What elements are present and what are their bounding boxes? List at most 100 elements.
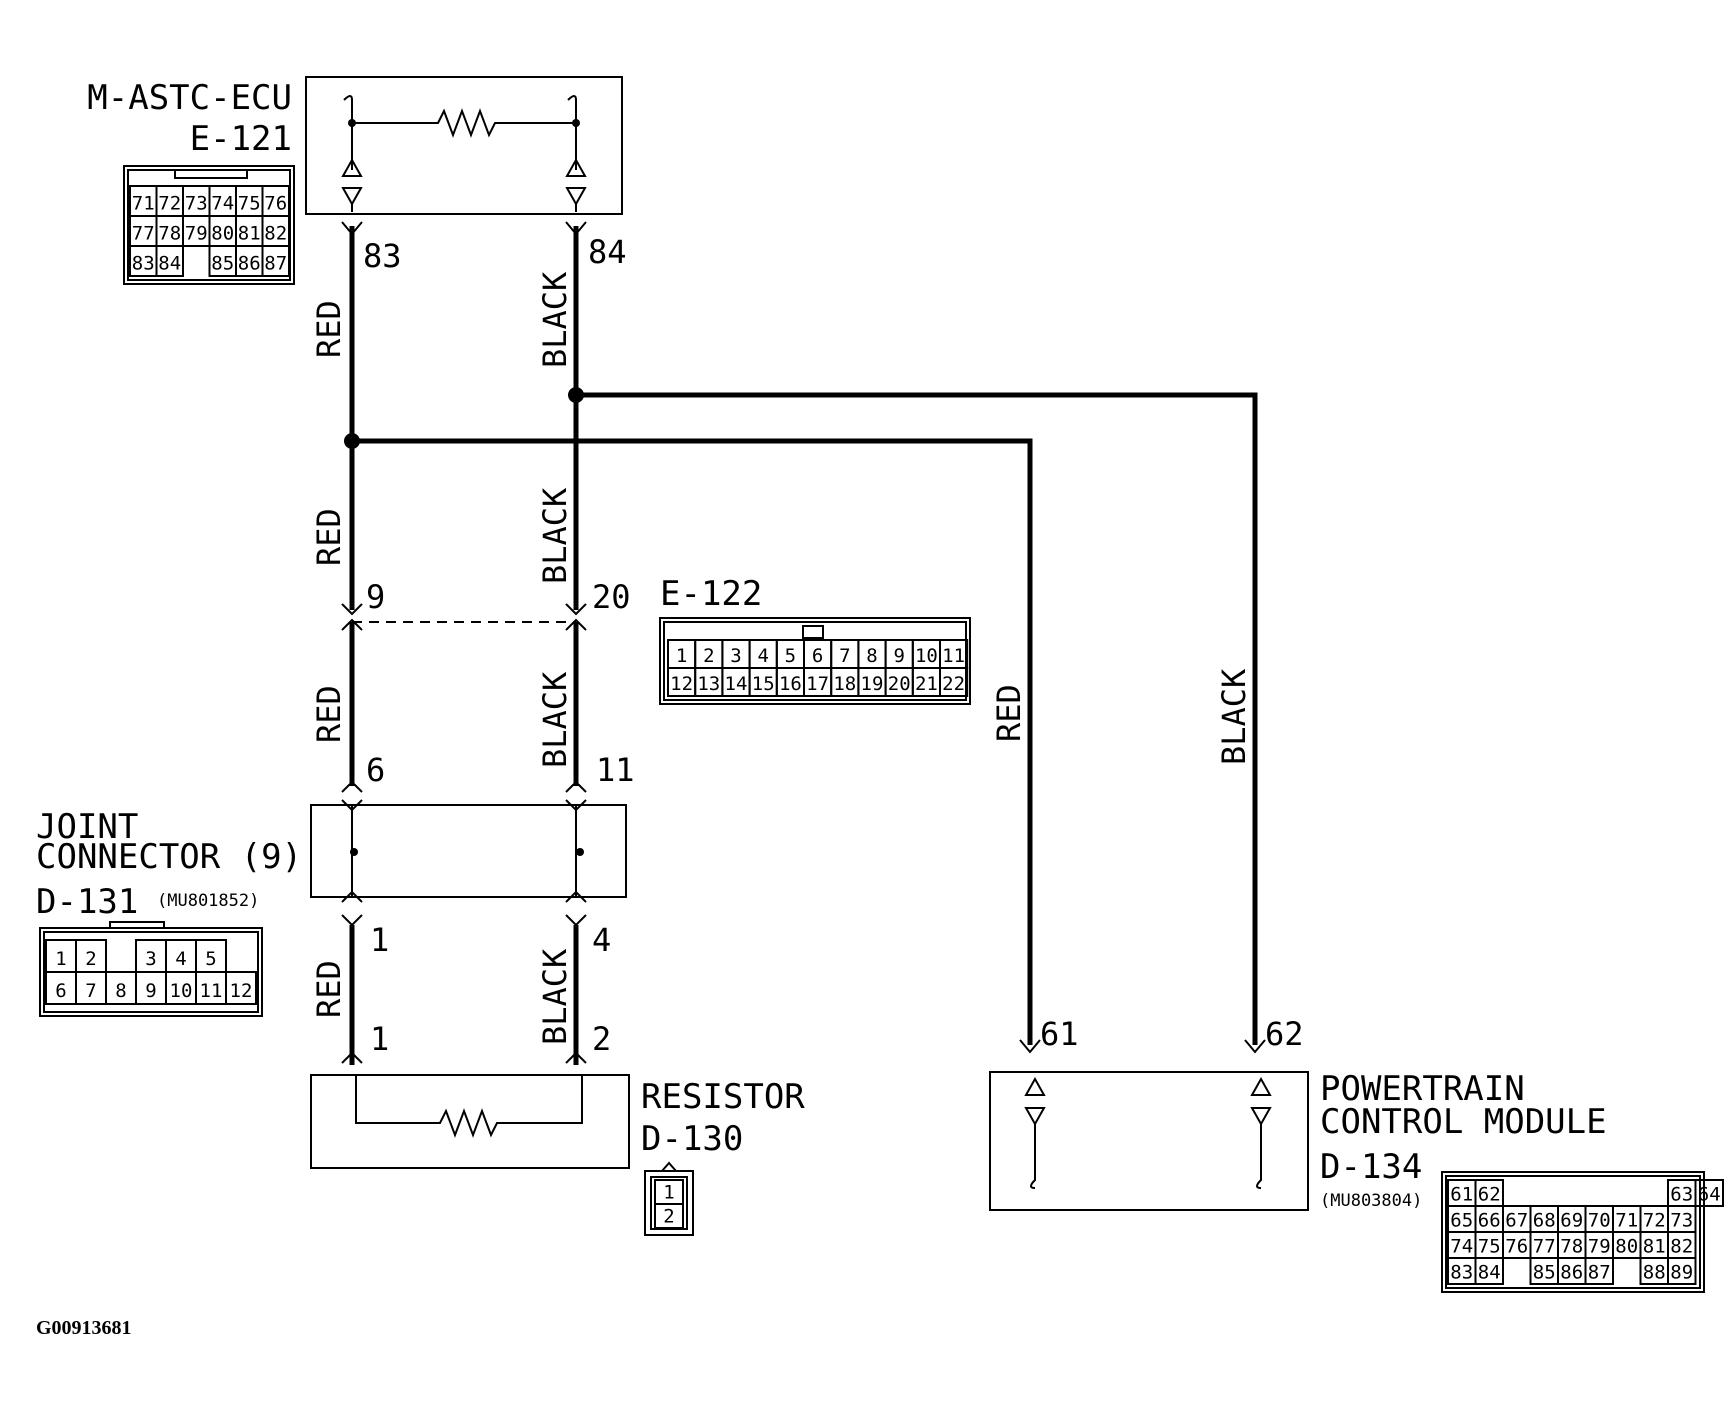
cavity-number: 73: [1670, 1209, 1693, 1231]
ecu-code: E-121: [190, 119, 292, 159]
pin-20: 20: [592, 578, 631, 616]
cavity-number: 80: [1615, 1235, 1638, 1257]
cavity-number: 69: [1560, 1209, 1583, 1231]
cavity-number: 9: [893, 645, 904, 667]
joint-connector-component: JOINT CONNECTOR (9) D-131 (MU801852): [36, 799, 627, 922]
cavity-number: 1: [55, 948, 66, 970]
label-black-1: BLACK: [536, 271, 574, 368]
label-red-pcm: RED: [990, 684, 1028, 742]
ecu-terminal-84-icon: [565, 157, 587, 212]
label-black-pcm: BLACK: [1215, 668, 1253, 765]
wire-red-pcm: [352, 438, 1033, 1045]
cavity-number: 3: [145, 948, 156, 970]
cavity-number: 82: [264, 222, 287, 244]
joint-part-number: (MU801852): [157, 891, 259, 911]
label-red-1: RED: [310, 300, 348, 358]
cavity-number: 11: [942, 645, 965, 667]
pcm-name-line2: CONTROL MODULE: [1320, 1102, 1607, 1142]
label-black-3: BLACK: [536, 671, 574, 768]
pin-4: 4: [592, 921, 611, 959]
cavity-number: 63: [1670, 1183, 1693, 1205]
cavity: [261, 245, 290, 277]
ecu-component: M-ASTC-ECU E-121: [87, 76, 623, 215]
pin-res-2: 2: [592, 1020, 611, 1058]
cavity-number: 71: [132, 192, 155, 214]
figure-id: G00913681: [36, 1317, 132, 1339]
joint-code: D-131: [36, 882, 138, 922]
label-black-4: BLACK: [536, 948, 574, 1045]
cavity-number: 7: [839, 645, 850, 667]
cavity-number: 86: [1560, 1261, 1583, 1283]
cavity-number: 77: [132, 222, 155, 244]
pcm-box: [989, 1071, 1309, 1211]
cavity-number: 4: [175, 948, 186, 970]
cavity-number: 2: [85, 948, 96, 970]
resistor-code: D-130: [641, 1119, 743, 1159]
cavity-number: 7: [85, 980, 96, 1002]
joint-box: [310, 804, 627, 898]
cavity-number: 3: [730, 645, 741, 667]
cavity-number: 84: [158, 252, 181, 274]
cavity-number: 17: [806, 673, 829, 695]
cavity: [939, 667, 969, 697]
cavity-number: 83: [132, 252, 155, 274]
cavity-number: 72: [1643, 1209, 1666, 1231]
cavity-number: 16: [779, 673, 802, 695]
pcm-component: POWERTRAIN CONTROL MODULE D-134 (MU80380…: [989, 1069, 1607, 1211]
cavity-number: 21: [915, 673, 938, 695]
wire-black-pcm: [576, 392, 1258, 1045]
d130-connector-face: 12: [644, 1161, 694, 1236]
resistor-name: RESISTOR: [641, 1077, 805, 1117]
cavity-number: 75: [238, 192, 261, 214]
joint-name-line1: JOINT: [36, 807, 138, 847]
pcm-code: D-134: [1320, 1147, 1422, 1187]
label-black-2: BLACK: [536, 487, 574, 584]
cavity-number: 81: [238, 222, 261, 244]
resistor-component: RESISTOR D-130: [310, 1074, 805, 1169]
cavity-number: 10: [170, 980, 193, 1002]
cavity-number: 8: [866, 645, 877, 667]
cavity-number: 9: [145, 980, 156, 1002]
cavity-number: 85: [1533, 1261, 1556, 1283]
wire-color-labels: RED RED RED RED BLACK BLACK BLACK BLACK …: [310, 271, 1253, 1045]
e122-code: E-122: [660, 574, 762, 614]
cavity-number: 86: [238, 252, 261, 274]
cavity: [1584, 1257, 1614, 1285]
pin-res-1: 1: [370, 1020, 389, 1058]
cavity-number: 5: [785, 645, 796, 667]
cavity-number: 72: [158, 192, 181, 214]
cavity-number: 88: [1643, 1261, 1666, 1283]
resistor-box: [310, 1074, 630, 1169]
cavity-number: 81: [1643, 1235, 1666, 1257]
cavity-number: 62: [1478, 1183, 1501, 1205]
cavity: [1694, 1179, 1724, 1207]
cavity-number: 66: [1478, 1209, 1501, 1231]
cavity-number: 68: [1533, 1209, 1556, 1231]
cavity-number: 4: [757, 645, 768, 667]
pcm-name-line1: POWERTRAIN: [1320, 1069, 1525, 1109]
pcm-terminal-61-icon: [1024, 1076, 1046, 1189]
cavity-number: 18: [833, 673, 856, 695]
pin-84: 84: [588, 233, 627, 271]
cavity-number: 87: [264, 252, 287, 274]
cavity-number: 76: [264, 192, 287, 214]
cavity-number: 73: [185, 192, 208, 214]
label-red-4: RED: [310, 960, 348, 1018]
pcm-terminal-62-icon: [1250, 1076, 1272, 1189]
cavity: [654, 1203, 684, 1229]
cavity-number: 75: [1478, 1235, 1501, 1257]
cavity-number: 76: [1505, 1235, 1528, 1257]
ecu-terminal-83-icon: [341, 157, 363, 212]
cavity-number: 79: [1588, 1235, 1611, 1257]
cavity-number: 2: [663, 1206, 674, 1228]
resistor-symbol: [355, 1075, 583, 1138]
cavity-number: 79: [185, 222, 208, 244]
splice-black: [568, 387, 584, 403]
ecu-name: M-ASTC-ECU: [87, 78, 292, 118]
cavity-number: 64: [1698, 1183, 1721, 1205]
cavity-number: 15: [752, 673, 775, 695]
cavity-number: 19: [861, 673, 884, 695]
